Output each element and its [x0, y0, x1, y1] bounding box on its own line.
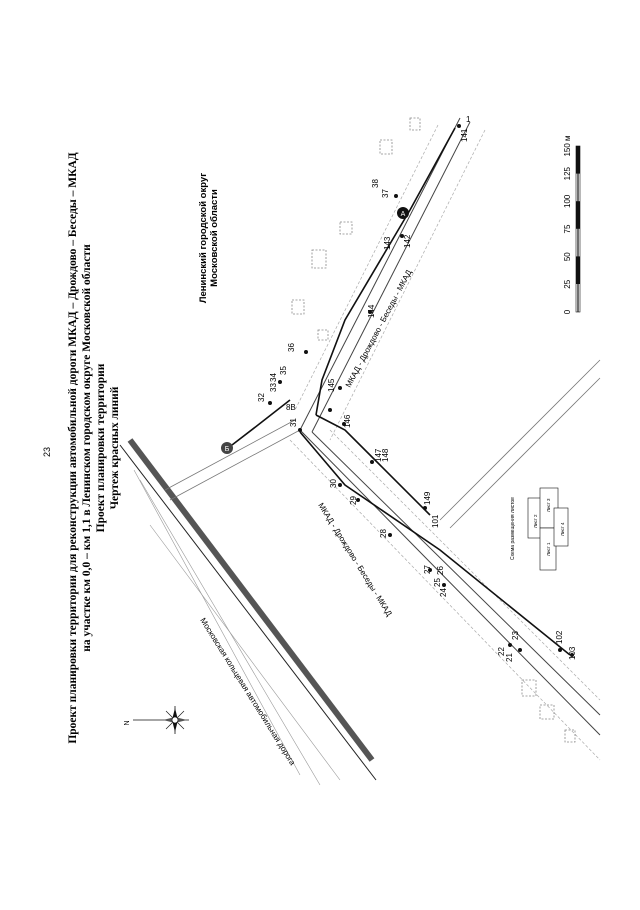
point-label: 37: [381, 189, 390, 198]
title-line4: Чертеж красных линий: [109, 386, 121, 509]
sheet-1: Лист 1: [546, 542, 551, 556]
point-label: 148: [381, 448, 390, 462]
page-number: 23: [42, 447, 52, 457]
scale-tick: 0: [563, 309, 572, 314]
title-line1: Проект планировки территории для реконст…: [67, 152, 79, 743]
buildings: [291, 117, 576, 743]
scale-tick: 100: [563, 194, 572, 208]
svg-text:Б: Б: [225, 446, 230, 453]
point-label: 145: [327, 378, 336, 392]
sheet-scheme-title: Схема размещения листов: [510, 497, 516, 560]
scale-tick: 25: [563, 279, 572, 288]
point-label: 35: [279, 366, 288, 375]
scale-bar: 0 25 50 75 100 125 150 м: [563, 135, 581, 314]
point-label: 28: [379, 529, 388, 538]
point-label: 149: [423, 491, 432, 505]
point-label: 146: [343, 414, 352, 428]
marker-b: Б: [221, 442, 233, 454]
title-line2: на участке км 0,0 – км 1,1 в Ленинском г…: [81, 244, 93, 652]
sheet-3: Лист 3: [546, 498, 551, 512]
point-labels: 1 8 21 22 23 24 25 26 27 28 29 30 31 32 …: [257, 115, 577, 662]
main-road: [294, 117, 486, 441]
point-label: 103: [568, 646, 577, 660]
sheet-scheme: Схема размещения листов Лист 1 Лист 2 Ли…: [510, 487, 569, 571]
point-label: 34: [269, 373, 278, 382]
point-label: 36: [287, 343, 296, 352]
point-label: 26: [436, 566, 445, 575]
scale-tick: 150 м: [563, 135, 572, 156]
point-label: 29: [349, 496, 358, 505]
marker-v: В: [290, 403, 295, 412]
svg-text:В: В: [290, 403, 295, 412]
point-label: 141: [460, 128, 469, 142]
point-label: 22: [497, 647, 506, 656]
point-label: 31: [289, 418, 298, 427]
svg-text:N: N: [124, 720, 131, 725]
point-label: 23: [511, 631, 520, 640]
point-label: 24: [439, 588, 448, 597]
point-label: 147: [374, 448, 383, 462]
point-label: 143: [383, 236, 392, 250]
point-label: 8: [286, 403, 291, 412]
scale-tick: 50: [563, 252, 572, 261]
point-label: 27: [423, 565, 432, 574]
point-label: 33: [269, 383, 278, 392]
compass-icon: N: [124, 706, 189, 734]
point-label: 1: [466, 115, 471, 124]
marker-a: А: [397, 207, 409, 219]
district-label-2: Московской области: [209, 189, 220, 287]
point-label: 32: [257, 393, 266, 402]
point-label: 142: [403, 234, 412, 248]
scale-tick: 75: [563, 224, 572, 233]
mkad-road: [119, 438, 377, 786]
side-road: [164, 419, 301, 501]
red-lines: [231, 127, 571, 656]
scale-tick: 125: [563, 166, 572, 180]
district-label-1: Ленинский городской округ: [198, 173, 209, 303]
title-line3: Проект планировки территории: [95, 363, 107, 532]
point-label: 21: [505, 653, 514, 662]
point-markers: [268, 124, 574, 657]
point-label: 101: [431, 514, 440, 528]
title-block: Проект планировки территории для реконст…: [67, 152, 121, 743]
point-label: 25: [433, 578, 442, 587]
point-label: 30: [329, 479, 338, 488]
lower-road: [289, 429, 601, 761]
point-label: 102: [555, 630, 564, 644]
road-label-upper: МКАД - Дрождово - Беседы - МКАД: [344, 268, 414, 389]
right-road: [439, 359, 601, 529]
point-label: 38: [371, 179, 380, 188]
sheet-4: Лист 4: [560, 522, 565, 536]
road-label-lower: МКАД - Дрождово - Беседы - МКАД: [316, 501, 394, 618]
svg-text:А: А: [401, 211, 406, 218]
sheet-2: Лист 2: [533, 514, 538, 528]
